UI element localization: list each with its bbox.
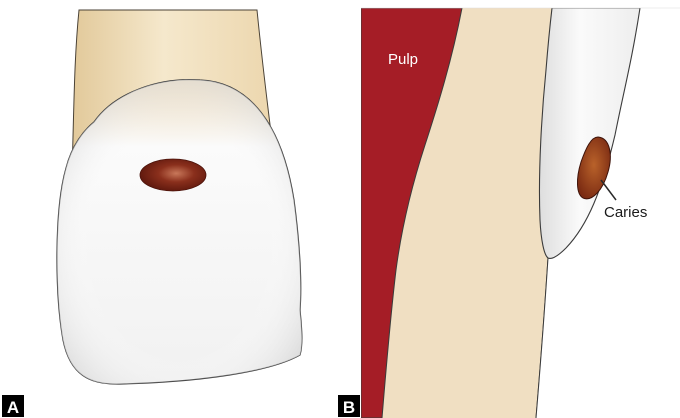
pulp-label: Pulp — [388, 51, 418, 68]
panel-divider — [336, 0, 354, 418]
panel-b: Pulp Caries B — [338, 8, 680, 418]
caries-label: Caries — [604, 204, 647, 221]
caries-lesion-a — [140, 159, 206, 191]
panel-a: A — [0, 0, 336, 418]
panel-label-a: A — [7, 398, 19, 417]
panel-label-b: B — [343, 398, 355, 417]
